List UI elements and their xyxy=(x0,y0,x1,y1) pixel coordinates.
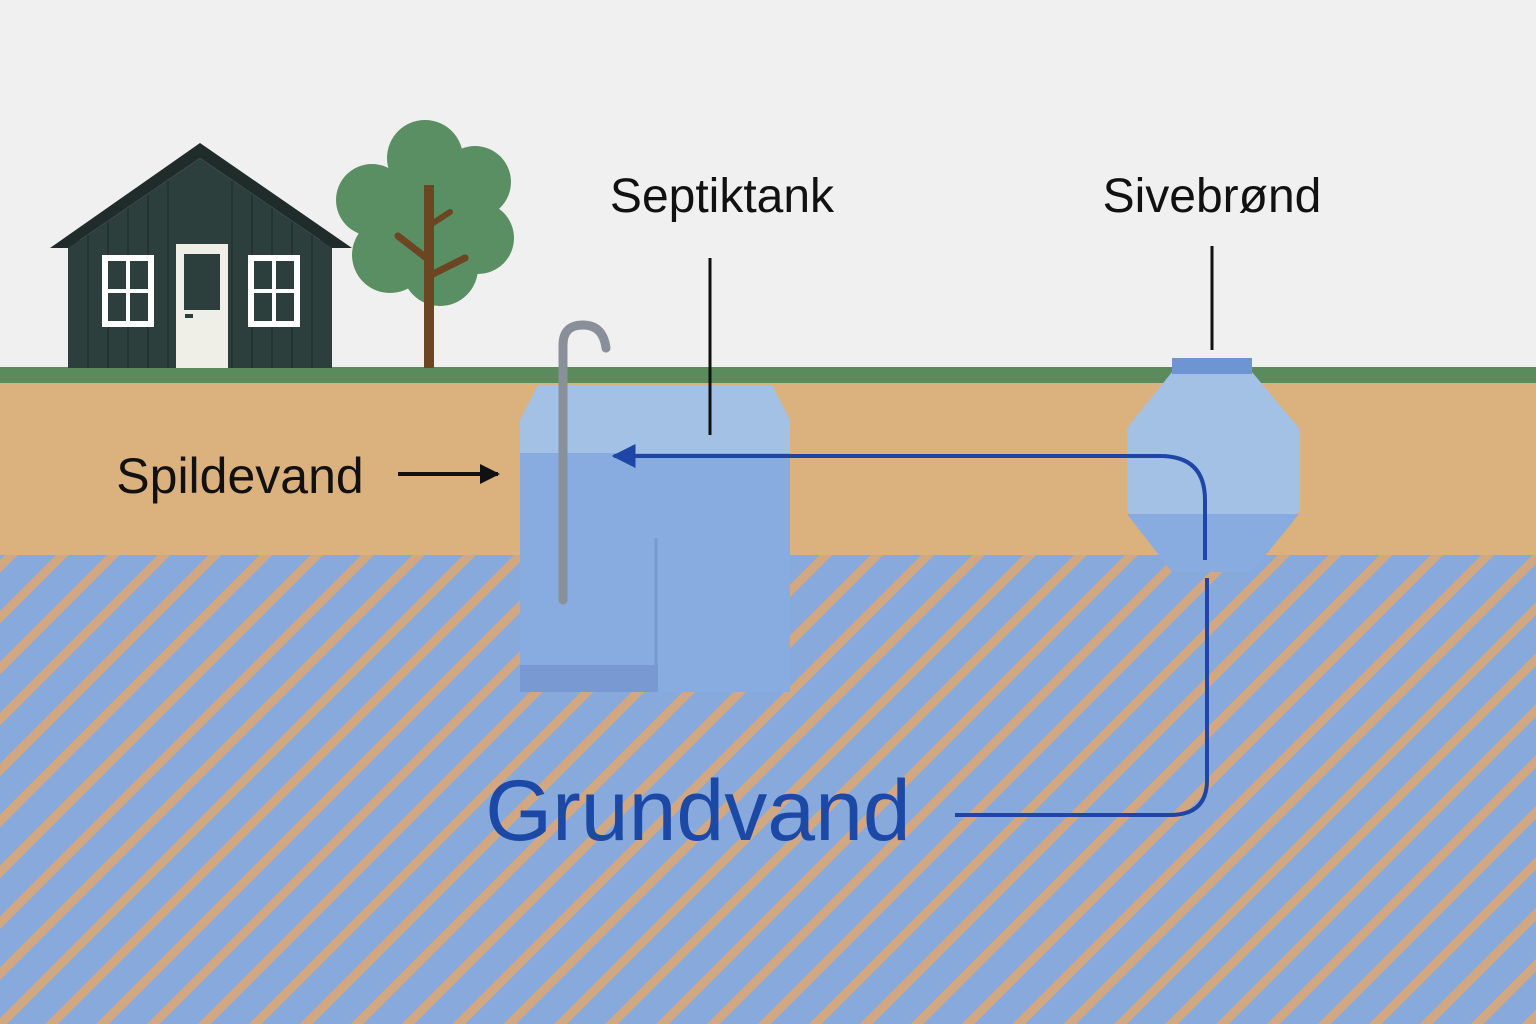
tree-icon xyxy=(336,120,514,368)
grass-strip xyxy=(0,367,1536,383)
pipe-icon xyxy=(558,320,611,605)
house-icon xyxy=(50,143,352,368)
flow-arrow-icon xyxy=(611,444,1207,560)
label-wastewater: Spildevand xyxy=(116,448,363,504)
label-groundwater: Grundvand xyxy=(485,763,911,859)
label-septic-tank: Septiktank xyxy=(610,170,835,223)
groundwater-flow-line xyxy=(955,578,1209,817)
label-soakaway: Sivebrønd xyxy=(1103,170,1322,223)
soakaway xyxy=(1127,358,1299,572)
